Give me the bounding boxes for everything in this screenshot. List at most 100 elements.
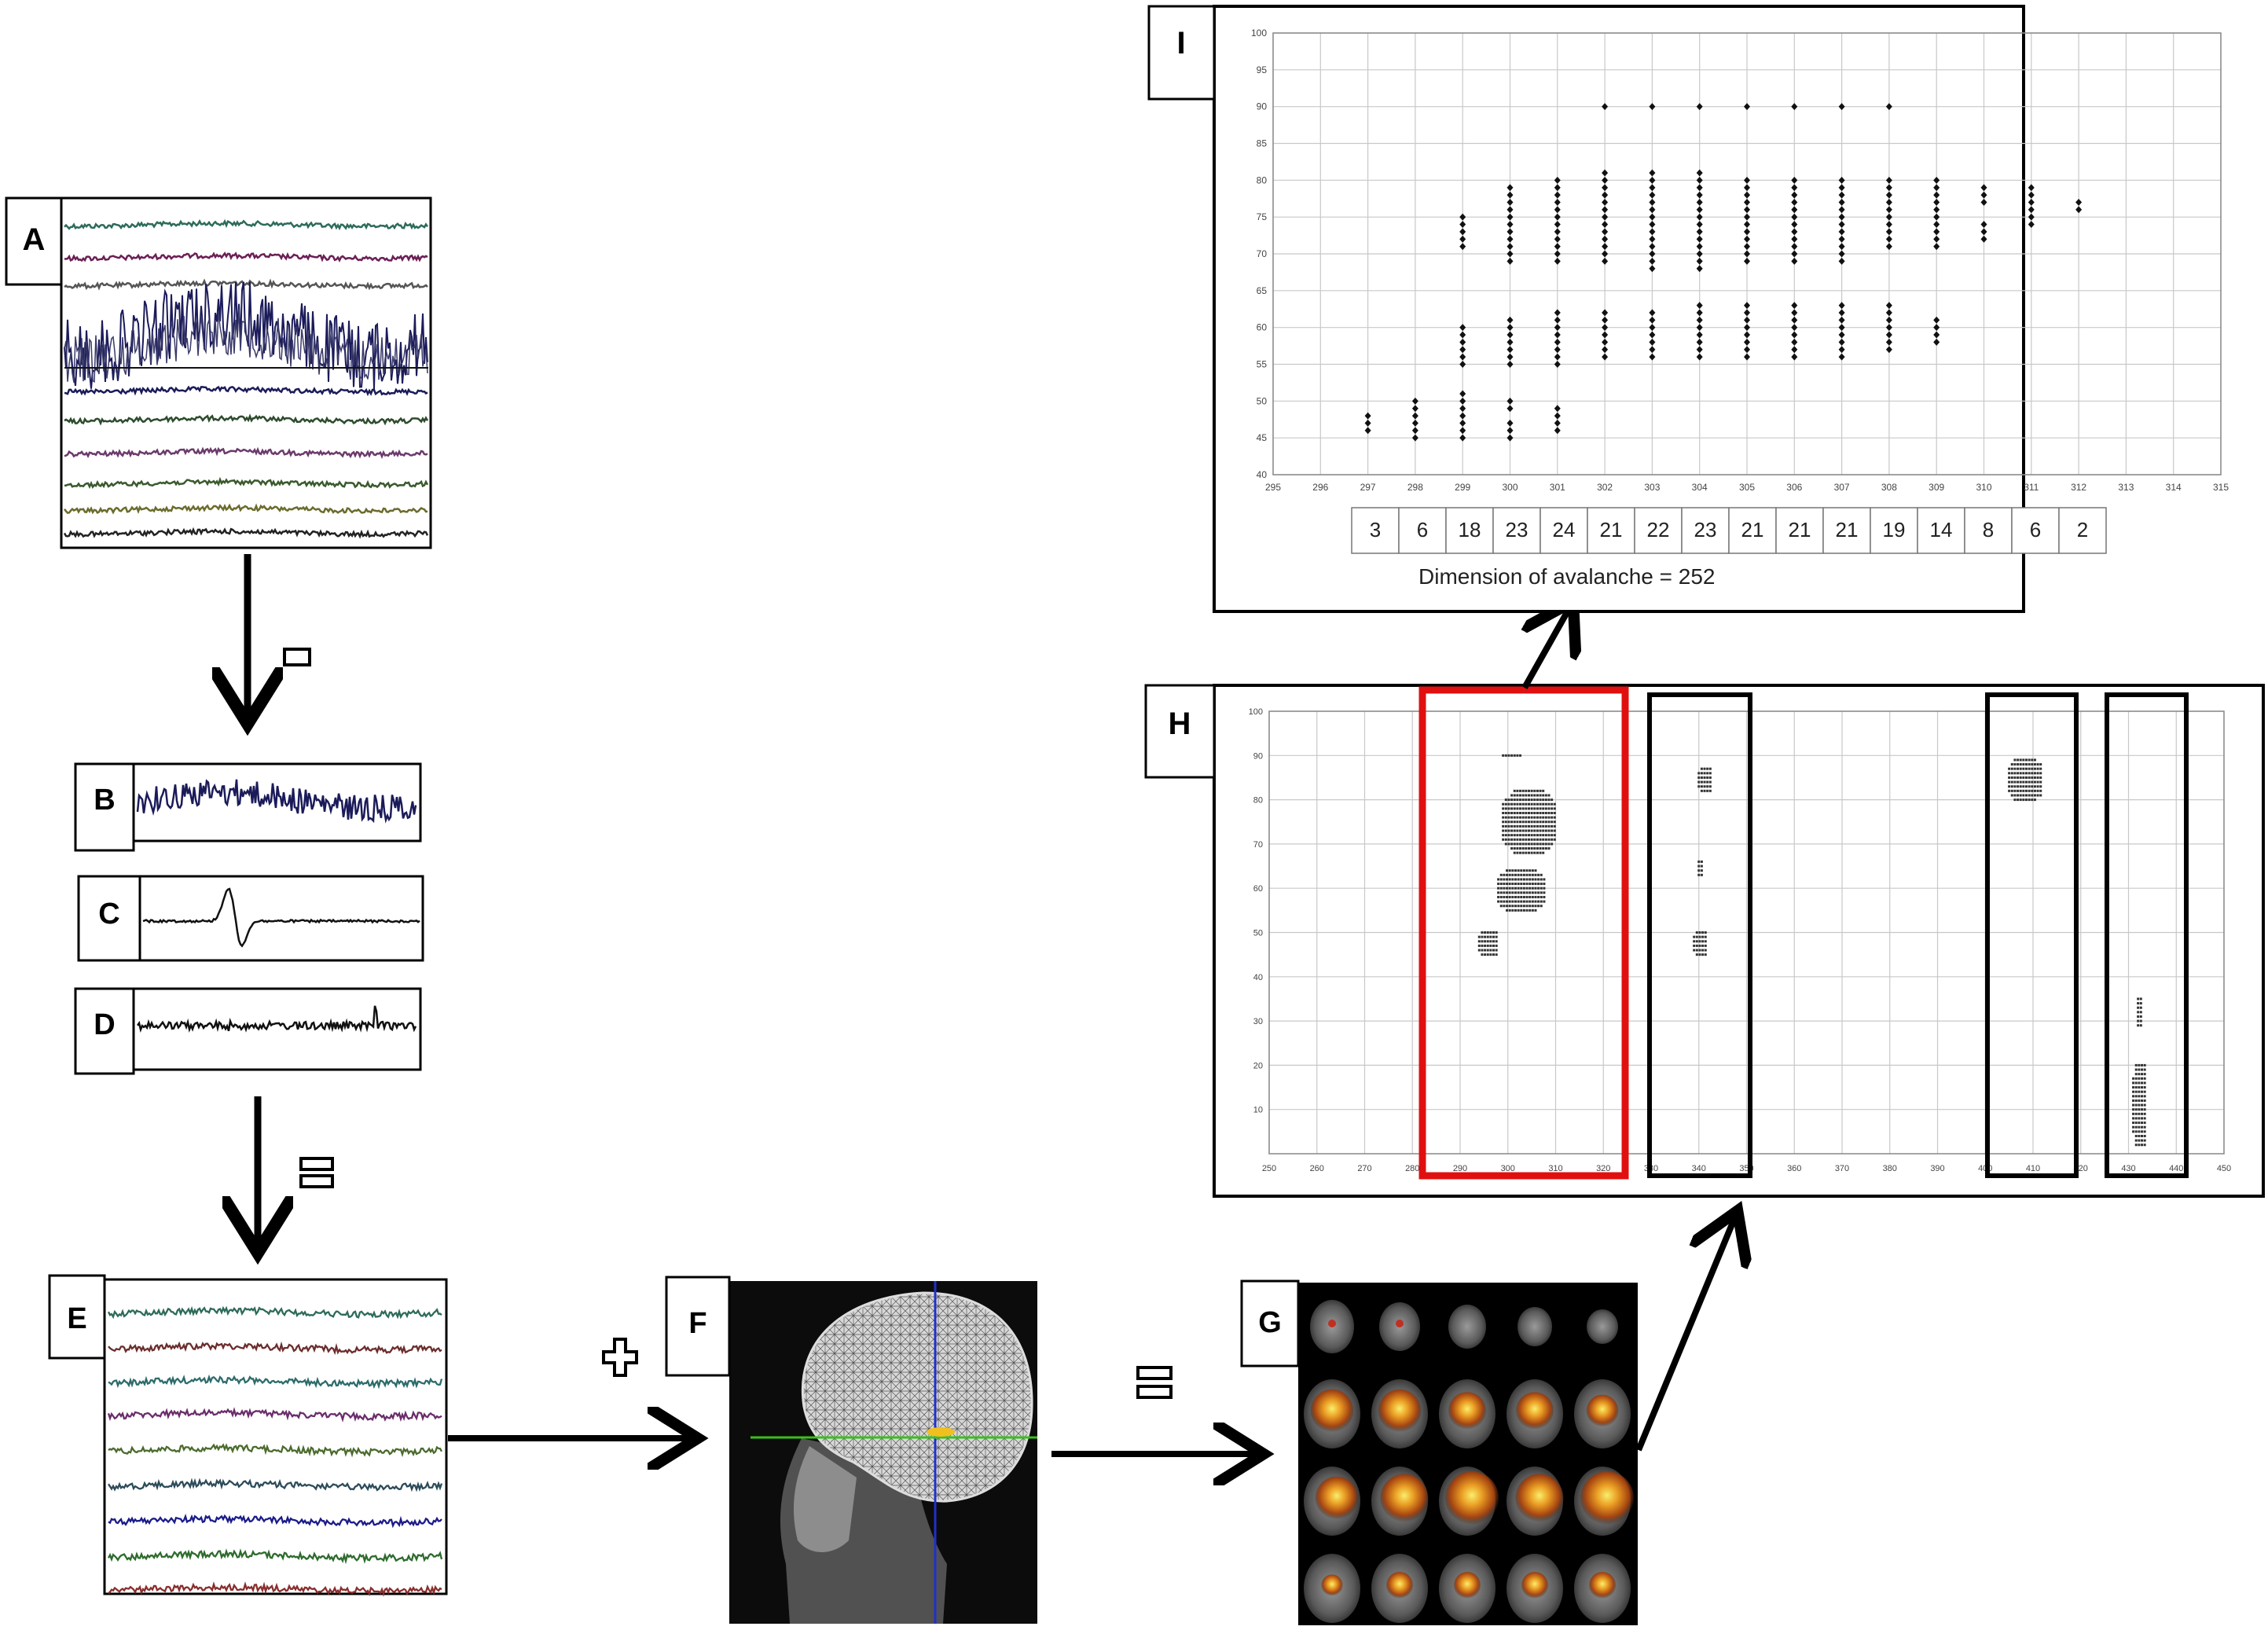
count-cell	[1775, 507, 1824, 554]
cluster-point	[1521, 789, 1525, 792]
active-channel-point	[1602, 353, 1609, 361]
active-channel-point	[1459, 361, 1466, 368]
active-channel-point	[1459, 221, 1466, 229]
cluster-point	[1534, 869, 1537, 872]
cluster-point	[1507, 834, 1510, 837]
cluster-point	[1539, 821, 1542, 824]
cluster-point	[1537, 900, 1540, 903]
cluster-point	[1695, 944, 1698, 947]
x-tick-label: 260	[1310, 1164, 1324, 1173]
cluster-point	[2008, 767, 2011, 770]
active-channel-point	[1885, 302, 1892, 310]
active-channel-point	[1744, 302, 1750, 310]
cluster-point	[1536, 816, 1539, 819]
count-value: 14	[1930, 518, 1953, 541]
panel-i-label: I	[1176, 26, 1185, 61]
active-channel-point	[1885, 309, 1892, 317]
cluster-point	[1481, 953, 1484, 956]
cluster-point	[2013, 763, 2017, 766]
cluster-point	[1519, 789, 1522, 792]
cluster-point	[2039, 763, 2042, 766]
count-value: 22	[1647, 518, 1670, 541]
cluster-point	[1531, 873, 1534, 876]
cluster-point	[1534, 887, 1537, 890]
cluster-point	[1703, 785, 1706, 788]
cluster-point	[2138, 1077, 2141, 1080]
x-tick-label: 430	[2121, 1164, 2135, 1173]
active-channel-point	[1649, 338, 1656, 346]
cluster-point	[2134, 1068, 2138, 1071]
eeg-channel-trace	[64, 218, 429, 231]
cluster-point	[2036, 789, 2039, 792]
cluster-point	[1503, 883, 1506, 886]
eeg-channel-trace	[64, 476, 429, 490]
y-tick-label: 20	[1253, 1061, 1263, 1070]
cluster-point	[2017, 767, 2020, 770]
cluster-point	[2141, 1081, 2144, 1085]
active-channel-point	[1364, 419, 1371, 427]
cluster-point	[2008, 780, 2011, 784]
cluster-point	[1700, 865, 1703, 868]
cluster-point	[1522, 869, 1525, 872]
active-channel-point	[1744, 338, 1750, 346]
active-channel-point	[1459, 228, 1466, 236]
cluster-point	[1697, 860, 1701, 863]
cluster-point	[1544, 794, 1547, 797]
minus-operator	[283, 648, 311, 666]
cluster-point	[2028, 767, 2031, 770]
cluster-point	[1539, 829, 1542, 832]
active-channel-point	[1838, 198, 1845, 206]
cluster-point	[2024, 776, 2028, 779]
cluster-point	[1542, 816, 1545, 819]
plus-operator	[602, 1338, 638, 1377]
cluster-point	[1551, 798, 1554, 802]
cluster-point	[1517, 869, 1520, 872]
x-tick-label: 320	[1596, 1164, 1610, 1173]
cluster-point	[2134, 1130, 2138, 1133]
cluster-point	[2022, 798, 2025, 802]
cluster-point	[1547, 794, 1551, 797]
active-channel-point	[1933, 331, 1940, 339]
cluster-point	[2013, 794, 2017, 797]
cluster-point	[2010, 789, 2013, 792]
active-channel-point	[1696, 184, 1703, 192]
cluster-point	[1700, 785, 1703, 788]
active-channel-point	[1459, 427, 1466, 435]
active-channel-point	[1602, 213, 1609, 221]
cluster-point	[1517, 887, 1520, 890]
avalanche-box-3	[1985, 692, 2079, 1178]
cluster-point	[1502, 821, 1505, 824]
activation-blob	[1515, 1474, 1564, 1522]
cluster-point	[2137, 1015, 2140, 1018]
active-channel-point	[1838, 103, 1845, 111]
cluster-point	[1513, 821, 1516, 824]
cluster-point	[1517, 883, 1520, 886]
active-channel-point	[1838, 184, 1845, 192]
active-channel-point	[1602, 309, 1609, 317]
cluster-point	[2017, 763, 2020, 766]
cluster-point	[2024, 785, 2028, 788]
active-channel-point	[1791, 228, 1798, 236]
cluster-point	[1547, 843, 1551, 846]
active-channel-point	[1602, 169, 1609, 177]
cluster-point	[2019, 798, 2022, 802]
cluster-point	[2028, 758, 2031, 762]
panel-b-label-box	[74, 762, 135, 852]
active-channel-point	[1411, 427, 1418, 435]
cluster-point	[1536, 829, 1539, 832]
cluster-point	[1508, 891, 1511, 894]
cluster-point	[1516, 754, 1519, 757]
y-tick-label: 45	[1257, 432, 1268, 443]
cluster-point	[1484, 940, 1487, 943]
activation-blob	[1454, 1572, 1481, 1599]
active-channel-point	[1506, 221, 1514, 229]
cluster-point	[2028, 789, 2031, 792]
cluster-point	[2138, 1117, 2141, 1120]
cluster-point	[1514, 905, 1517, 908]
cluster-point	[1520, 909, 1523, 912]
cluster-point	[1543, 891, 1546, 894]
cluster-point	[2139, 997, 2142, 1000]
cluster-point	[1507, 802, 1510, 806]
active-channel-point	[1506, 405, 1514, 413]
active-channel-point	[1744, 353, 1750, 361]
